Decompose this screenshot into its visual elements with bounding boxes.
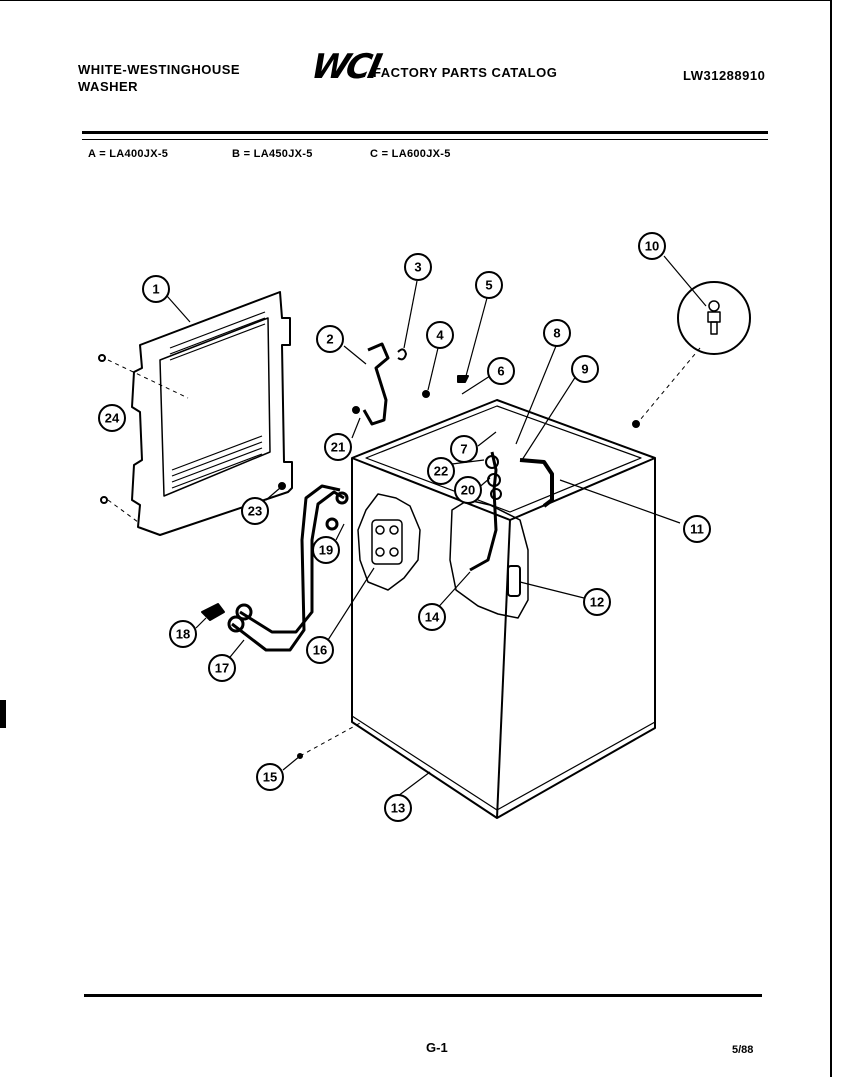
callout-label-23: 23 <box>248 504 262 519</box>
part-4-clip <box>422 390 430 398</box>
callout-circle-12 <box>583 588 611 616</box>
callout-label-7: 7 <box>460 442 467 457</box>
small-hose <box>362 342 390 426</box>
cabinet <box>351 399 656 819</box>
cabinet-cutouts <box>357 493 529 619</box>
hose-washer <box>201 603 225 621</box>
callout-label-9: 9 <box>581 362 588 377</box>
model-b: B = LA450JX-5 <box>232 148 313 160</box>
callout-circle-21 <box>324 433 352 461</box>
callout-circle-24 <box>98 404 126 432</box>
callout-label-20: 20 <box>461 483 475 498</box>
callout-circle-15 <box>256 763 284 791</box>
callout-circle-14 <box>418 603 446 631</box>
callout-label-18: 18 <box>176 627 190 642</box>
issue-date: 5/88 <box>732 1044 754 1056</box>
product-type: WASHER <box>78 79 139 94</box>
callout-label-4: 4 <box>436 328 444 343</box>
callout-label-8: 8 <box>553 326 560 341</box>
callout-label-6: 6 <box>497 364 504 379</box>
bumper-part <box>707 300 721 335</box>
callout-circle-8 <box>543 319 571 347</box>
catalog-title: FACTORY PARTS CATALOG <box>373 65 558 80</box>
callout-label-1: 1 <box>152 282 159 297</box>
callout-label-16: 16 <box>313 643 327 658</box>
callout-label-14: 14 <box>425 610 440 625</box>
screw-small <box>632 420 640 428</box>
page-frame <box>0 0 832 1077</box>
model-a: A = LA400JX-5 <box>88 148 169 160</box>
callout-label-10: 10 <box>645 239 659 254</box>
callout-label-15: 15 <box>263 770 277 785</box>
callout-circle-19 <box>312 536 340 564</box>
callout-circle-22 <box>427 457 455 485</box>
callout-circle-18 <box>169 620 197 648</box>
callout-circle-9 <box>571 355 599 383</box>
callout-label-22: 22 <box>434 464 448 479</box>
hose-clamp <box>397 348 407 361</box>
callout-circle-23 <box>241 497 269 525</box>
callout-circle-16 <box>306 636 334 664</box>
callout-circle-10 <box>638 232 666 260</box>
catalog-number: LW31288910 <box>683 68 766 83</box>
callout-leaders <box>166 255 707 797</box>
callout-circle-2 <box>316 325 344 353</box>
callout-label-21: 21 <box>331 440 345 455</box>
callout-circle-7 <box>450 435 478 463</box>
callout-label-19: 19 <box>319 543 333 558</box>
header-rule-thin <box>82 139 768 140</box>
callout-label-17: 17 <box>215 661 229 676</box>
screw-24-top <box>98 354 106 362</box>
callout-circle-6 <box>487 357 515 385</box>
dashed-leaders <box>107 347 701 757</box>
callout-circle-11 <box>683 515 711 543</box>
internal-hoses <box>469 451 554 597</box>
callout-circle-5 <box>475 271 503 299</box>
bumper-circle <box>677 281 751 355</box>
footer-rule <box>84 994 762 997</box>
part-5-clip <box>457 375 469 383</box>
brand-name: WHITE-WESTINGHOUSE <box>78 62 241 77</box>
callout-circle-13 <box>384 794 412 822</box>
part-21-clip <box>352 406 360 414</box>
callout-label-2: 2 <box>326 332 333 347</box>
callout-circle-20 <box>454 476 482 504</box>
callout-circle-4 <box>426 321 454 349</box>
callout-label-5: 5 <box>485 278 492 293</box>
callout-label-13: 13 <box>391 801 405 816</box>
callout-label-24: 24 <box>105 411 120 426</box>
callout-label-3: 3 <box>414 260 421 275</box>
callout-circle-3 <box>404 253 432 281</box>
model-c: C = LA600JX-5 <box>370 148 451 160</box>
callout-label-11: 11 <box>690 522 704 537</box>
back-panel <box>131 291 293 536</box>
header-rule-thick <box>82 131 768 134</box>
callout-circle-1 <box>142 275 170 303</box>
callout-circle-17 <box>208 654 236 682</box>
fill-hoses <box>227 484 349 652</box>
screw-24-bottom <box>100 496 108 504</box>
scan-artifact <box>0 700 6 728</box>
water-valve <box>371 519 403 565</box>
callout-label-12: 12 <box>590 595 604 610</box>
screw-23 <box>278 482 286 490</box>
page-number: G-1 <box>426 1040 448 1055</box>
